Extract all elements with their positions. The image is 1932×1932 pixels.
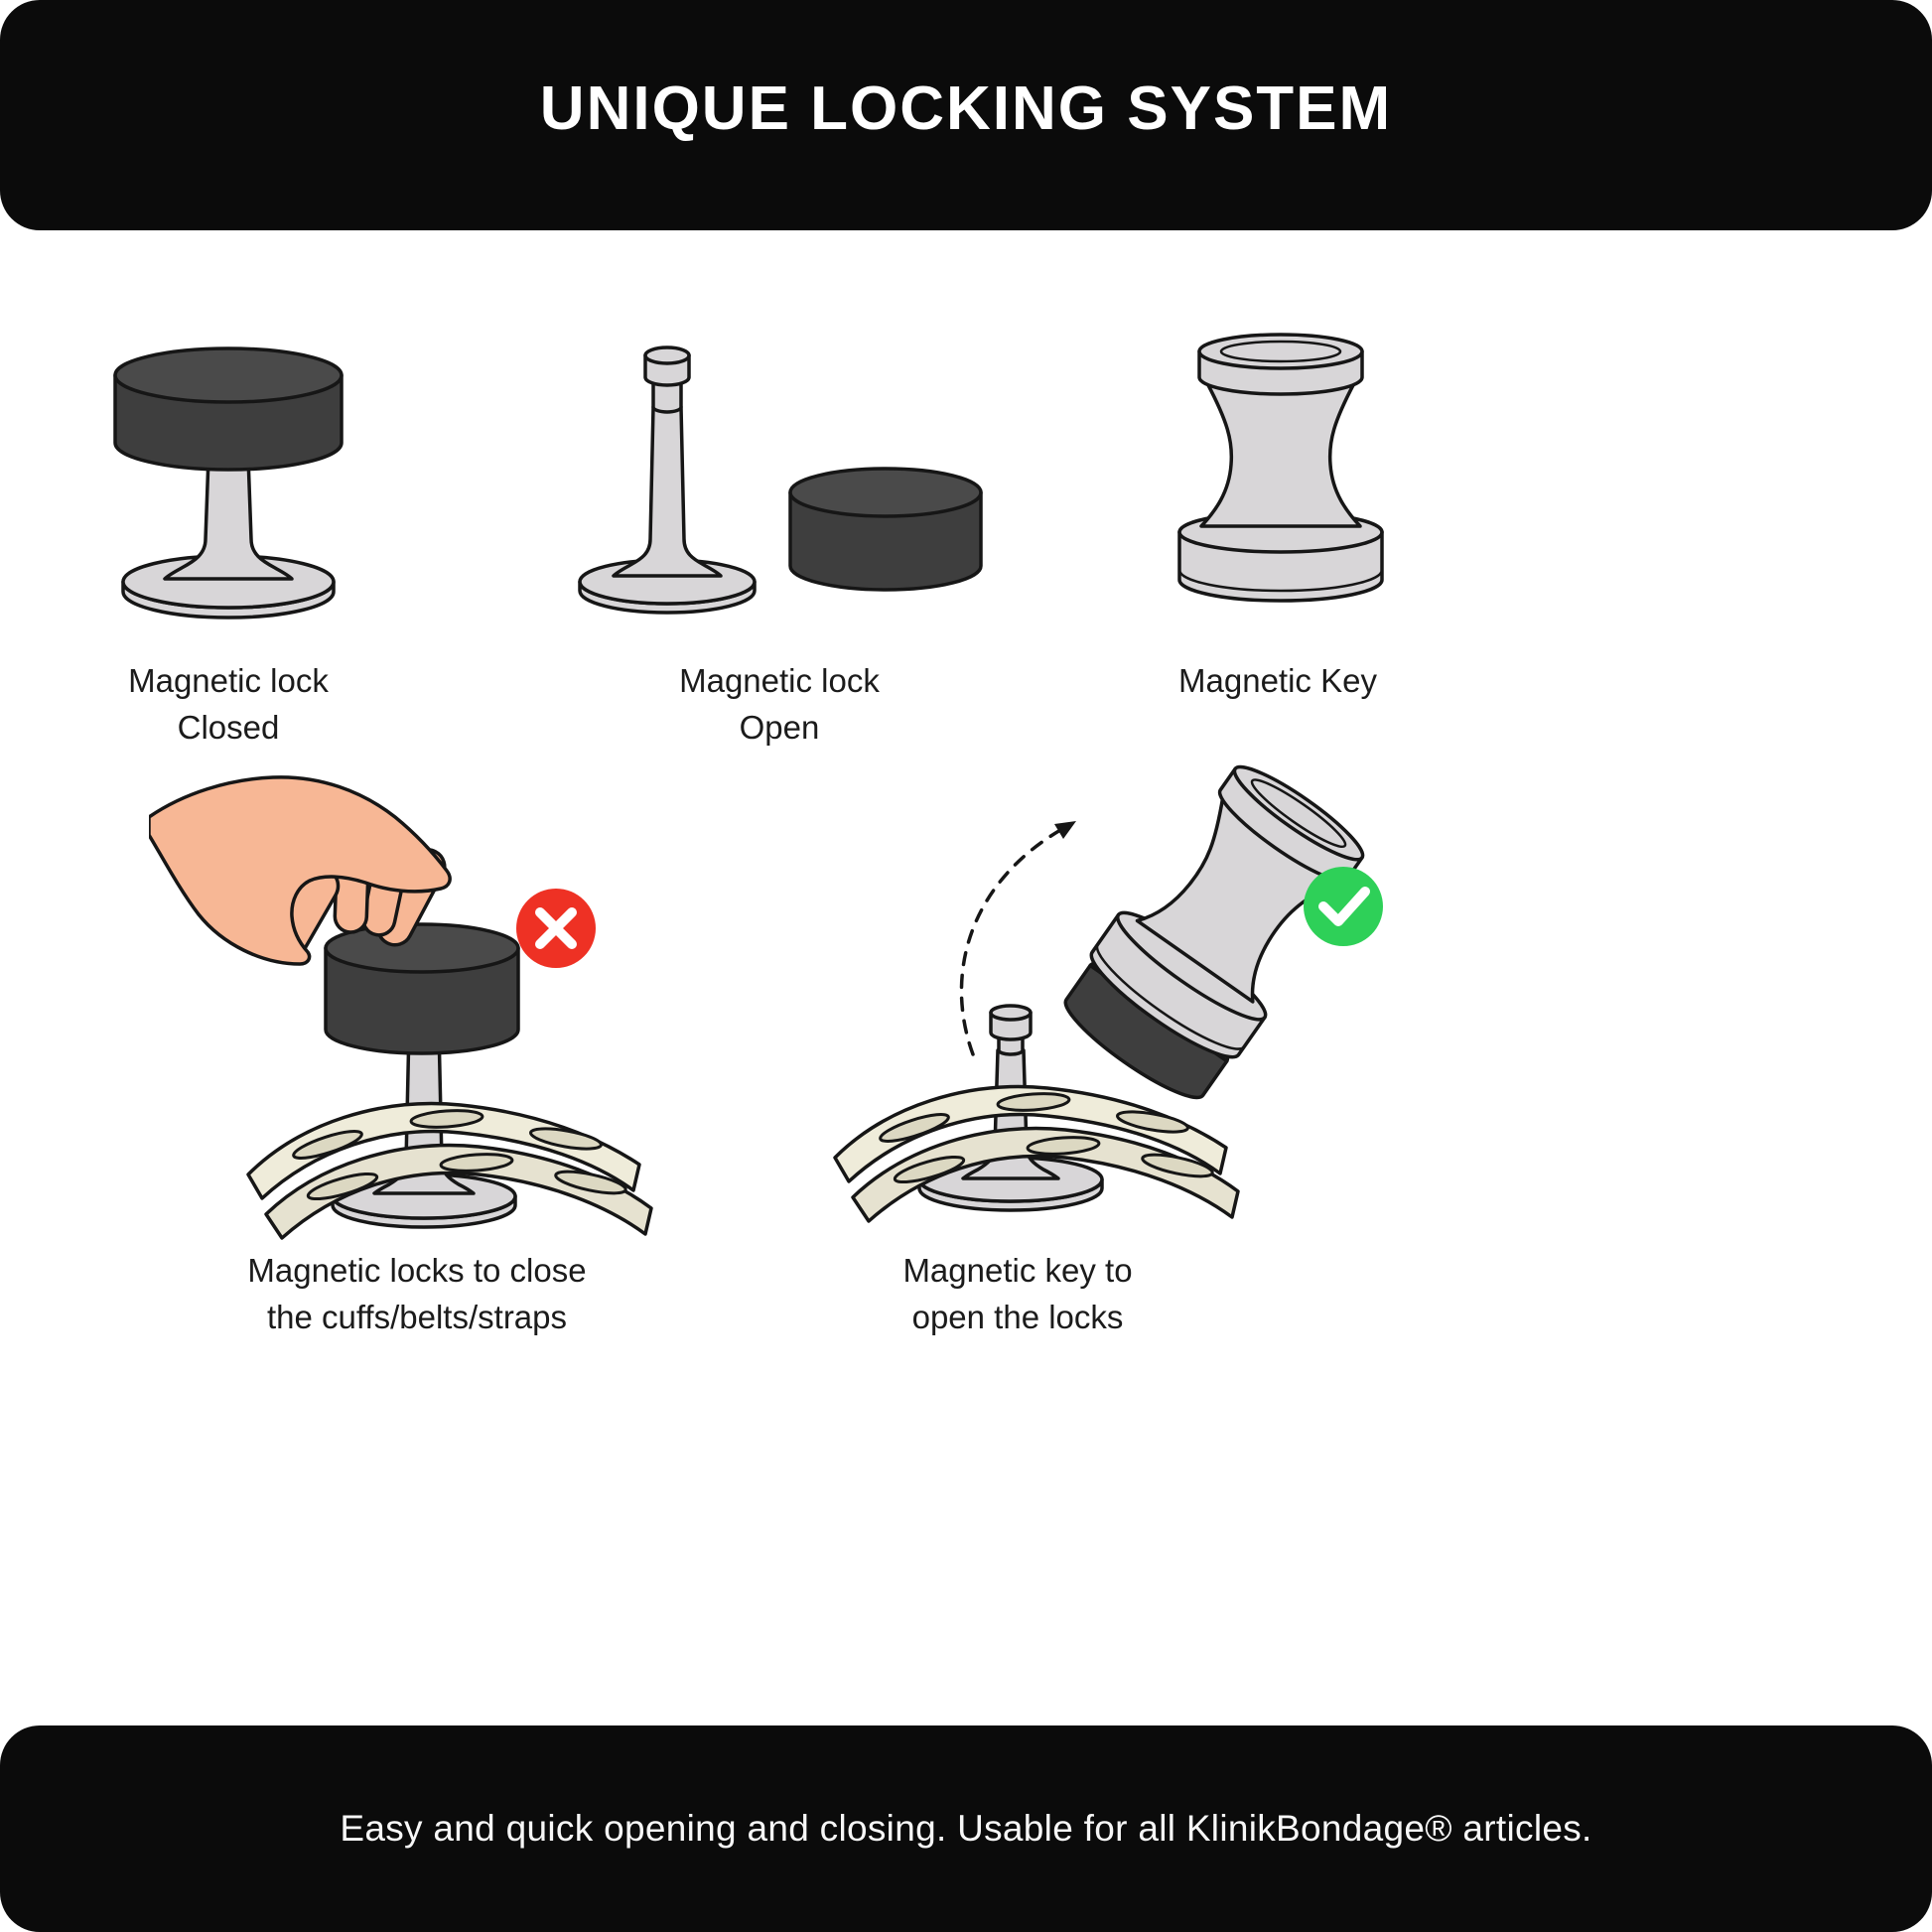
- footer-text: Easy and quick opening and closing. Usab…: [340, 1808, 1592, 1849]
- close-demo-illustration: [149, 775, 653, 1240]
- magnetic-key-art: [1177, 333, 1384, 603]
- check-icon: [1304, 867, 1383, 946]
- close-demo-label: Magnetic locks to close the cuffs/belts/…: [247, 1252, 587, 1335]
- lift-arrow: [959, 821, 1076, 1056]
- open-demo-label: Magnetic key to open the locks: [902, 1252, 1133, 1335]
- close-demo-art: [149, 775, 653, 1240]
- header-banner: UNIQUE LOCKING SYSTEM: [0, 0, 1932, 230]
- magnetic-key-illustration: [1177, 333, 1384, 603]
- lock-open-illustration: [578, 345, 983, 615]
- magnetic-key-label: Magnetic Key: [1178, 662, 1377, 699]
- open-demo-illustration: [833, 764, 1383, 1223]
- lock-closed-illustration: [113, 346, 344, 620]
- lock-open-art: [578, 345, 983, 615]
- page-title: UNIQUE LOCKING SYSTEM: [539, 73, 1393, 143]
- lock-closed-art: [113, 346, 344, 620]
- open-demo-art: [833, 764, 1383, 1223]
- hand: [149, 775, 452, 966]
- cross-icon: [516, 889, 596, 968]
- tilted-key: [1063, 764, 1365, 1100]
- lock-closed-label: Magnetic lock Closed: [128, 662, 329, 746]
- lock-open-label: Magnetic lock Open: [679, 662, 880, 746]
- footer-banner: Easy and quick opening and closing. Usab…: [0, 1725, 1932, 1932]
